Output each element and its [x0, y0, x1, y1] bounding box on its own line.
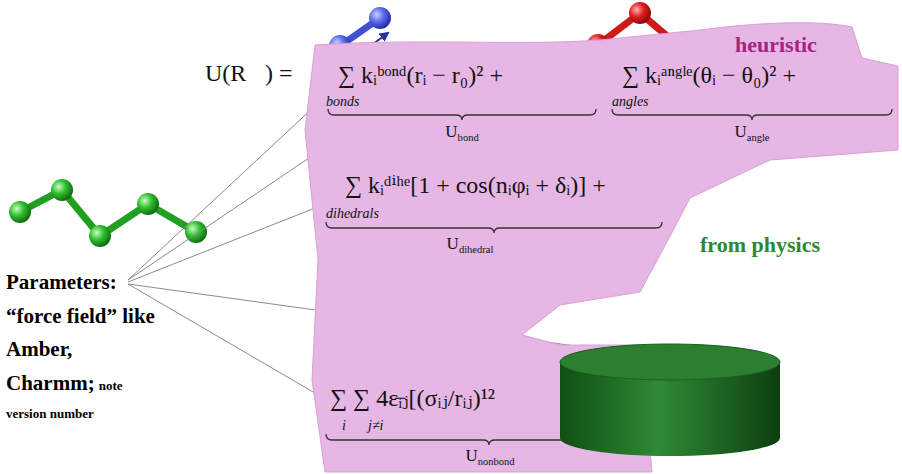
leader-line: [128, 206, 320, 282]
heuristic-blob: [305, 23, 898, 472]
energy-function: U(R⃗) =: [205, 60, 293, 87]
sum-index: j≠i: [368, 418, 383, 434]
energy-term-label: Uangle: [734, 122, 769, 144]
physics-note: from physics: [700, 232, 820, 258]
nonbond-term: ∑ ∑ 4εᵢⱼ[(σᵢⱼ/rᵢⱼ)¹²: [330, 385, 495, 413]
underbrace: [326, 222, 662, 233]
energy-term-label: Udihedral: [447, 234, 494, 256]
energy-term-label: Ubond: [445, 122, 478, 144]
parameters-note: Parameters: “force field” like Amber, Ch…: [6, 270, 155, 395]
parameters-block: Parameters: “force field” like Amber, Ch…: [6, 266, 166, 426]
dihedral-term: ∑ kᵢᵈⁱʰᵉ[1 + cos(nᵢφᵢ + δᵢ)] +: [345, 172, 606, 200]
region-title: heuristic: [735, 32, 817, 57]
bond-term: ∑ kᵢᵇᵒⁿᵈ(rᵢ − r₀)² +: [338, 62, 503, 90]
underbrace: [612, 109, 892, 120]
dihedral-chain: [9, 179, 207, 247]
physics-cylinder: [560, 344, 780, 456]
sum-index: angles: [612, 94, 649, 110]
angle-term: ∑ kᵢᵃⁿᵍˡᵉ(θᵢ − θ₀)² +: [622, 62, 796, 90]
sum-index: bonds: [326, 94, 359, 110]
energy-term-label: Unonbond: [465, 446, 514, 468]
minus-sign: −: [393, 385, 407, 413]
leader-line: [128, 284, 320, 396]
leader-line: [128, 92, 330, 280]
underbrace: [328, 109, 596, 120]
sum-index: dihedrals: [326, 206, 379, 222]
sum-index: i: [342, 418, 346, 434]
